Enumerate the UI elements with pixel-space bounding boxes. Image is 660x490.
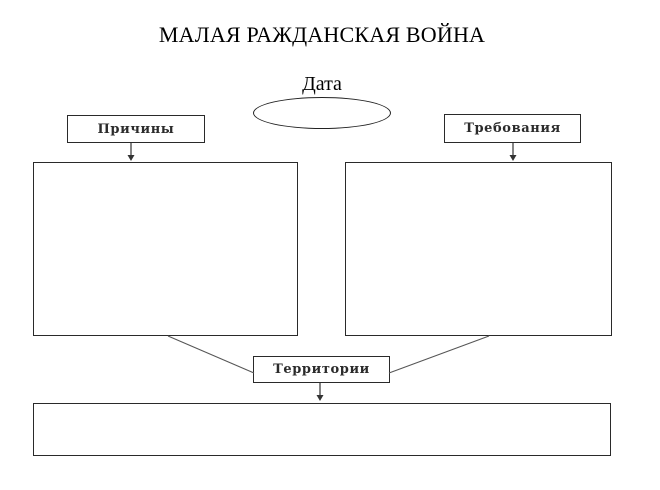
reasons-arrowhead-icon <box>127 155 135 161</box>
territories-answer-box[interactable] <box>33 403 611 456</box>
date-label: Дата <box>302 73 342 95</box>
demands-label-box: Требования <box>444 114 581 143</box>
diagram-title: МАЛАЯ РАЖДАНСКАЯ ВОЙНА <box>158 22 486 47</box>
date-oval-field[interactable] <box>253 97 391 129</box>
reasons-answer-box[interactable] <box>33 162 298 336</box>
territories-arrowhead-icon <box>316 395 324 401</box>
territories-label-box: Территории <box>253 356 390 383</box>
reasons-label-box: Причины <box>67 115 205 143</box>
demands-answer-box[interactable] <box>345 162 612 336</box>
demands-arrowhead-icon <box>509 155 517 161</box>
territories-label: Территории <box>273 362 370 377</box>
demands-label: Требования <box>464 121 561 136</box>
reasons-label: Причины <box>97 121 175 137</box>
right-connector-line <box>388 335 490 374</box>
left-connector-line <box>167 335 255 374</box>
